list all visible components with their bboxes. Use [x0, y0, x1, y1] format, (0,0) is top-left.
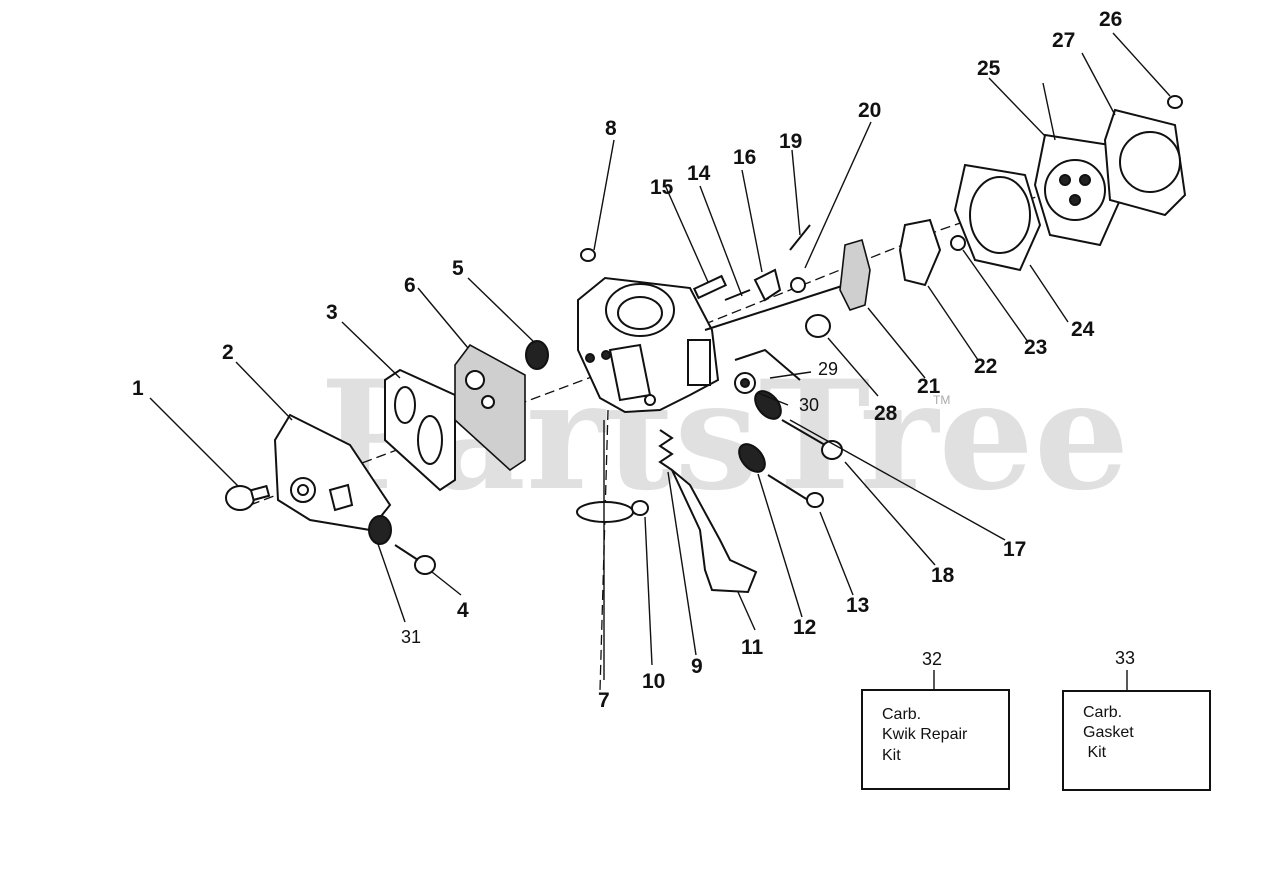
callout-25: 25 [977, 57, 1001, 80]
part-17-spring [754, 390, 782, 420]
part-8-screw [580, 248, 596, 262]
part-28-plug [805, 314, 831, 338]
callout-9: 9 [691, 655, 703, 678]
callout-17: 17 [1003, 538, 1026, 561]
part-20-shaft [704, 277, 846, 331]
callout-1: 1 [132, 377, 144, 400]
kit-32-repair-kit: 32 Carb. Kwik Repair Kit [861, 649, 1010, 790]
callout-31: 31 [401, 627, 421, 647]
part-31-spring [368, 515, 392, 545]
part-9-spring [658, 429, 674, 471]
part-25-diaphragm [1033, 133, 1122, 247]
part-23-screw [950, 235, 966, 251]
kit-33-line-1: Carb. [1083, 704, 1122, 721]
kit-32-number: 32 [922, 649, 942, 669]
kit-33-line-3: Kit [1083, 744, 1107, 761]
callout-2: 2 [222, 341, 234, 364]
callout-23: 23 [1024, 336, 1047, 359]
leader-lines [149, 32, 1171, 680]
callout-15: 15 [650, 176, 674, 199]
callout-14: 14 [687, 162, 711, 185]
callout-3: 3 [326, 301, 338, 324]
part-13-needle [767, 474, 824, 508]
callout-13: 13 [846, 594, 869, 617]
part-27-cover [1103, 108, 1187, 217]
part-7-carburetor-body [577, 276, 720, 414]
callout-21: 21 [917, 375, 941, 398]
callout-10: 10 [642, 670, 665, 693]
callout-29: 29 [818, 359, 838, 379]
kit-32-line-2: Kwik Repair [882, 726, 968, 743]
part-24-gasket [953, 163, 1042, 272]
part-16-lever [753, 268, 782, 302]
kit-32-line-1: Carb. [882, 706, 921, 723]
callout-22: 22 [974, 355, 997, 378]
part-4-screw [394, 544, 436, 575]
part-26-screw [1167, 95, 1183, 109]
part-12-spring [738, 443, 766, 473]
part-6-diaphragm [454, 343, 526, 472]
callout-16: 16 [733, 146, 756, 169]
kit-33-gasket-kit: 33 Carb. Gasket Kit [1062, 648, 1211, 791]
part-3-gasket [384, 368, 456, 492]
callout-26: 26 [1099, 8, 1122, 31]
callout-20: 20 [858, 99, 881, 122]
kit-32-line-3: Kit [882, 747, 901, 764]
part-19-pin [789, 224, 811, 251]
callout-19: 19 [779, 130, 802, 153]
part-22-choke-plate [898, 218, 942, 287]
callout-11: 11 [741, 636, 764, 659]
part-21-throttle-plate [839, 239, 871, 311]
callout-labels: 1 2 3 4 5 6 7 8 9 10 11 12 13 14 15 16 1… [132, 8, 1122, 712]
callout-7: 7 [598, 689, 610, 712]
callout-4: 4 [457, 599, 469, 622]
callout-18: 18 [931, 564, 955, 587]
part-15-needle [692, 274, 728, 300]
callout-6: 6 [404, 274, 416, 297]
callout-5: 5 [452, 257, 464, 280]
part-14-spring [724, 289, 751, 301]
callout-28: 28 [874, 402, 898, 425]
callout-30: 30 [799, 395, 819, 415]
callout-12: 12 [793, 616, 816, 639]
part-30-washer [734, 372, 756, 394]
kit-33-number: 33 [1115, 648, 1135, 668]
callout-8: 8 [605, 117, 617, 140]
part-5-plug [525, 340, 549, 370]
callout-27: 27 [1052, 29, 1075, 52]
part-1-screw [225, 484, 271, 511]
kit-33-line-2: Gasket [1083, 724, 1134, 741]
watermark-trademark: TM [933, 393, 950, 407]
part-11-lever [671, 469, 758, 594]
part-29-clip [734, 348, 801, 381]
part-2-pump-cover [273, 413, 392, 532]
callout-24: 24 [1071, 318, 1095, 341]
part-10-disc [576, 500, 649, 523]
